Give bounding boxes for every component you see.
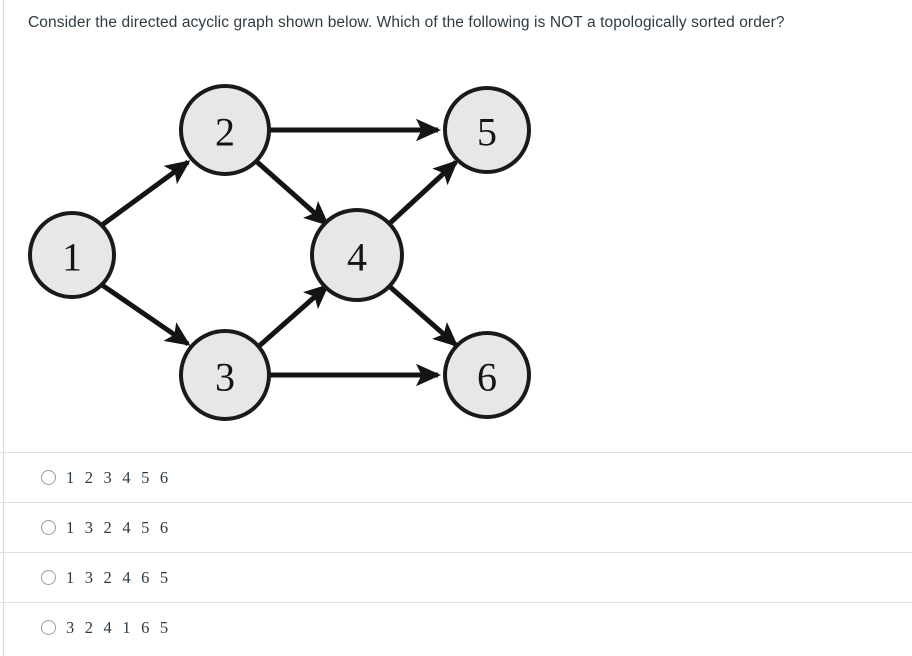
node-label-2: 2 [215, 110, 235, 155]
answer-option-d[interactable]: 3 2 4 1 6 5 [0, 602, 912, 652]
node-label-5: 5 [477, 110, 497, 155]
node-circle-2 [179, 84, 271, 176]
edge-1-to-3 [100, 282, 191, 347]
node-circle-5 [443, 86, 531, 174]
dag-node-4: 4 [310, 208, 404, 302]
dag-svg: 1 2 3 4 5 6 [28, 84, 531, 421]
dag-node-2: 2 [179, 84, 271, 176]
node-circle-6 [443, 331, 531, 419]
node-circle-4 [310, 208, 404, 302]
radio-icon-b[interactable] [41, 520, 56, 535]
edge-2-to-4 [254, 159, 330, 226]
answer-label-b: 1 3 2 4 5 6 [66, 517, 172, 537]
dag-edges [100, 118, 459, 387]
node-label-4: 4 [347, 235, 367, 280]
radio-icon-c[interactable] [41, 570, 56, 585]
dag-figure: 1 2 3 4 5 6 [0, 72, 580, 432]
edge-3-to-4 [256, 284, 330, 349]
node-circle-1 [28, 211, 116, 299]
radio-icon-a[interactable] [41, 470, 56, 485]
node-label-6: 6 [477, 355, 497, 400]
dag-node-5: 5 [443, 86, 531, 174]
edge-4-to-5 [387, 159, 459, 226]
dag-node-1: 1 [28, 211, 116, 299]
edge-1-to-2 [100, 159, 191, 228]
edge-4-to-6 [387, 284, 459, 347]
answer-option-a[interactable]: 1 2 3 4 5 6 [0, 452, 912, 502]
answer-options-list: 1 2 3 4 5 6 1 3 2 4 5 6 1 3 2 4 6 5 3 2 … [0, 452, 912, 652]
container-left-border [3, 0, 4, 656]
node-circle-3 [179, 329, 271, 421]
node-label-3: 3 [215, 355, 235, 400]
question-text: Consider the directed acyclic graph show… [28, 14, 785, 31]
node-label-1: 1 [62, 235, 82, 280]
answer-label-d: 3 2 4 1 6 5 [66, 617, 172, 637]
answer-label-c: 1 3 2 4 6 5 [66, 567, 172, 587]
answer-label-a: 1 2 3 4 5 6 [66, 467, 172, 487]
dag-node-3: 3 [179, 329, 271, 421]
radio-icon-d[interactable] [41, 620, 56, 635]
answer-option-c[interactable]: 1 3 2 4 6 5 [0, 552, 912, 602]
dag-node-6: 6 [443, 331, 531, 419]
answer-option-b[interactable]: 1 3 2 4 5 6 [0, 502, 912, 552]
